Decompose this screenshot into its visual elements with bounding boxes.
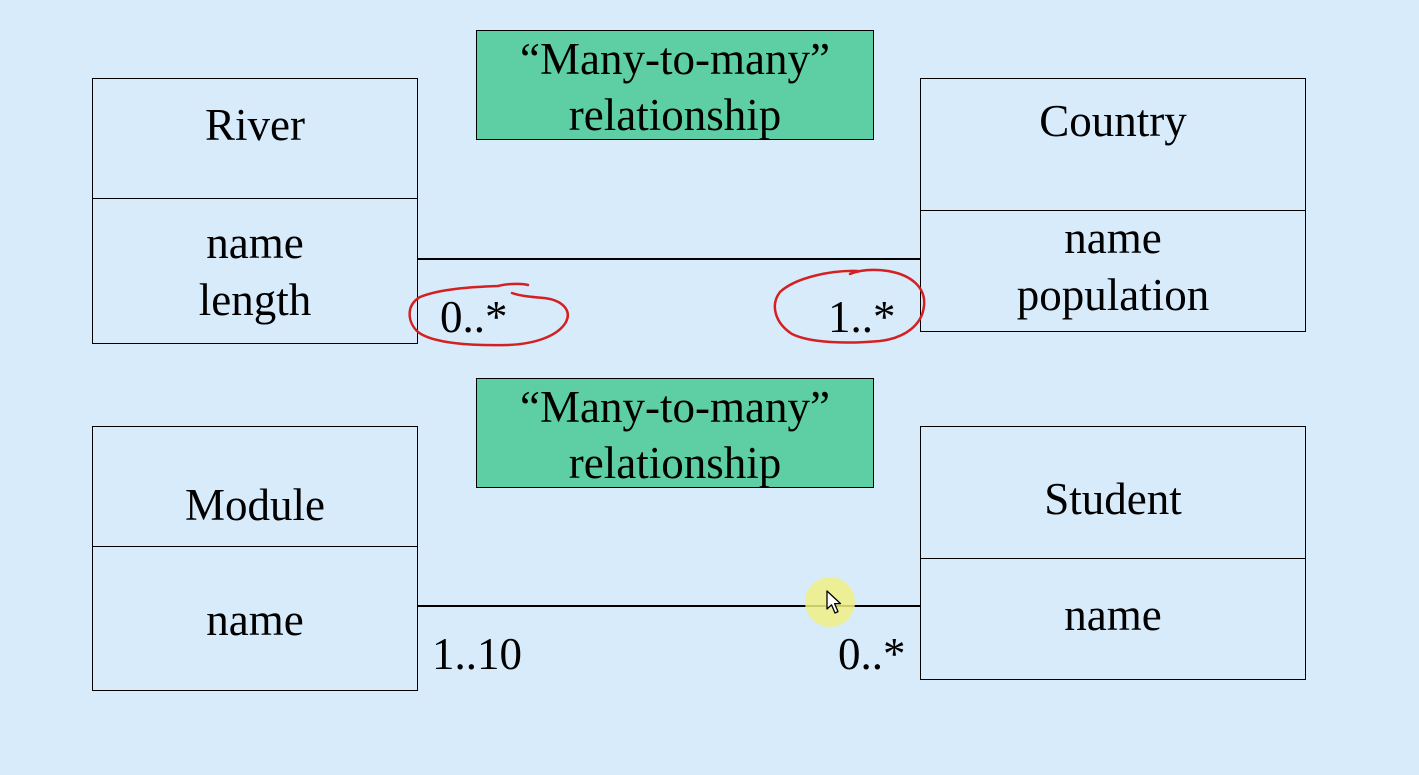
class-divider	[921, 558, 1305, 559]
multiplicity-student: 0..*	[838, 629, 906, 679]
class-divider	[93, 546, 417, 547]
class-name: Module	[185, 480, 325, 530]
attribute: name	[1064, 213, 1162, 263]
class-box-student: Student name	[920, 426, 1306, 680]
attribute: name	[206, 218, 304, 268]
many-to-many-label-top: “Many-to-many” relationship	[476, 30, 874, 140]
label-line2: relationship	[568, 90, 782, 140]
annotation-circle-right	[773, 268, 926, 344]
class-box-module: Module name	[92, 426, 418, 691]
label-line2: relationship	[568, 438, 782, 488]
attribute: length	[198, 275, 312, 325]
class-divider	[921, 210, 1305, 211]
class-attributes: name population	[921, 210, 1305, 324]
class-box-river: River name length	[92, 78, 418, 344]
class-name: Student	[1044, 474, 1182, 524]
multiplicity-module: 1..10	[432, 629, 522, 679]
class-attributes: name	[93, 592, 417, 649]
attribute: name	[206, 595, 304, 645]
attribute: name	[1064, 590, 1162, 640]
class-divider	[93, 198, 417, 199]
association-line-top	[418, 258, 920, 260]
multiplicity-river: 0..*	[440, 292, 508, 342]
annotation-circle-left	[408, 282, 569, 347]
class-attributes: name	[921, 587, 1305, 644]
class-name: River	[205, 100, 305, 150]
class-box-country: Country name population	[920, 78, 1306, 332]
mouse-pointer-icon	[826, 590, 842, 614]
association-line-bottom	[418, 605, 920, 607]
many-to-many-label-bottom: “Many-to-many” relationship	[476, 378, 874, 488]
label-line1: “Many-to-many”	[520, 34, 830, 84]
multiplicity-country: 1..*	[828, 292, 896, 342]
class-attributes: name length	[93, 215, 417, 329]
label-line1: “Many-to-many”	[520, 382, 830, 432]
attribute: population	[1016, 270, 1210, 320]
class-name: Country	[1039, 96, 1187, 146]
